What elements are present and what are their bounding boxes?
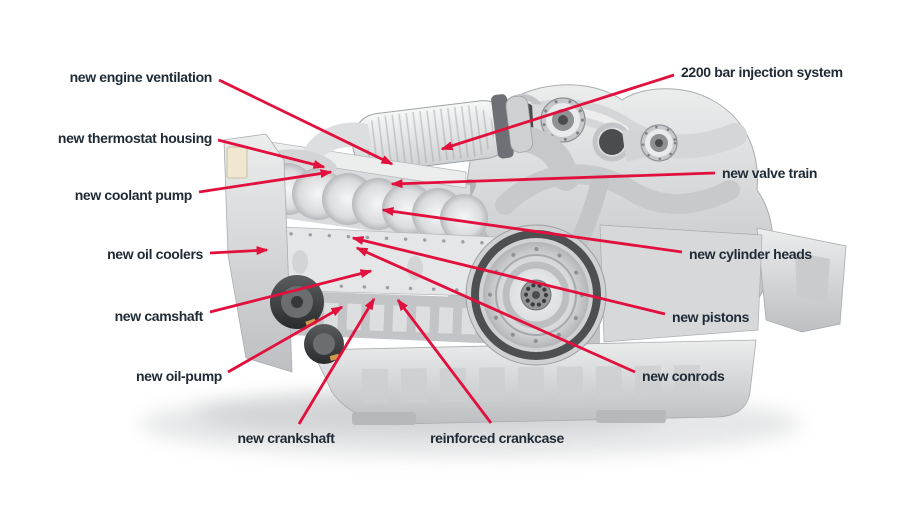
callout-label-injection-system-2200-bar: 2200 bar injection system bbox=[681, 64, 843, 80]
callout-label-new-crankshaft: new crankshaft bbox=[237, 430, 335, 446]
callout-line-new-conrods bbox=[355, 246, 636, 374]
callout-line-new-oil-coolers bbox=[209, 246, 269, 256]
callout-line-new-pistons bbox=[351, 236, 666, 316]
callout-label-new-cylinder-heads: new cylinder heads bbox=[689, 246, 812, 262]
callout-label-new-coolant-pump: new coolant pump bbox=[74, 187, 193, 203]
callout-label-reinforced-crankcase: reinforced crankcase bbox=[430, 430, 564, 446]
callout-line-new-oil-pump bbox=[227, 305, 344, 374]
callout-line-new-crankshaft bbox=[297, 297, 376, 425]
callout-label-new-oil-pump: new oil-pump bbox=[135, 368, 222, 384]
callout-label-new-pistons: new pistons bbox=[672, 309, 750, 325]
callout-label-new-valve-train: new valve train bbox=[722, 165, 818, 181]
callout-line-new-coolant-pump bbox=[198, 169, 333, 194]
oil-pan bbox=[311, 339, 757, 425]
callout-line-reinforced-crankcase bbox=[396, 298, 493, 424]
callout-line-new-engine-ventilation bbox=[218, 78, 394, 166]
callout-label-new-oil-coolers: new oil coolers bbox=[107, 246, 203, 262]
callout-line-injection-system-2200-bar bbox=[440, 73, 675, 151]
callout-line-new-camshaft bbox=[209, 269, 373, 314]
air-filter bbox=[351, 94, 579, 191]
callout-line-new-thermostat-housing bbox=[217, 138, 326, 169]
callout-line-new-valve-train bbox=[390, 171, 716, 189]
callout-label-new-camshaft: new camshaft bbox=[114, 308, 204, 324]
callout-label-new-conrods: new conrods bbox=[642, 368, 725, 384]
callout-label-new-thermostat-housing: new thermostat housing bbox=[57, 130, 212, 146]
flywheel bbox=[465, 224, 763, 366]
callout-label-new-engine-ventilation: new engine ventilation bbox=[69, 69, 213, 85]
callout-line-new-cylinder-heads bbox=[381, 207, 683, 254]
